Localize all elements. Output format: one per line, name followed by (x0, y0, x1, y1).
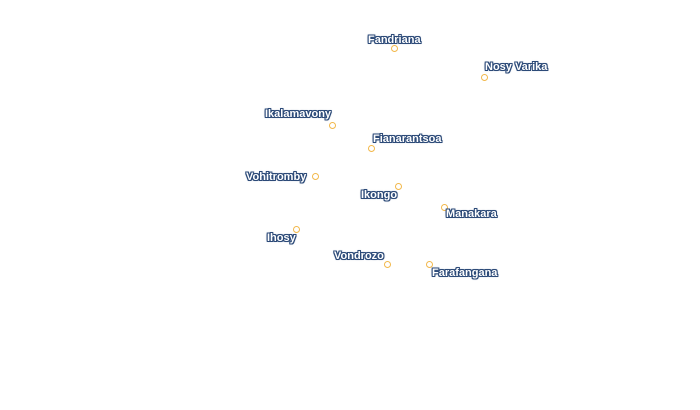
city-label-ikalamavony: Ikalamavony (265, 108, 332, 120)
city-label-fianarantsoa: Fianarantsoa (373, 133, 442, 145)
city-marker-fianarantsoa[interactable] (368, 145, 375, 152)
city-marker-manakara[interactable] (441, 204, 448, 211)
city-label-ikongo: Ikongo (361, 189, 398, 201)
city-marker-nosy-varika[interactable] (481, 74, 488, 81)
city-marker-ikalamavony[interactable] (329, 122, 336, 129)
city-marker-farafangana[interactable] (426, 261, 433, 268)
city-label-manakara: Manakara (446, 208, 497, 220)
city-marker-ihosy[interactable] (293, 226, 300, 233)
city-label-ihosy: Ihosy (267, 232, 296, 244)
city-marker-ikongo[interactable] (395, 183, 402, 190)
city-label-nosy-varika: Nosy Varika (485, 61, 548, 73)
city-marker-fandriana[interactable] (391, 45, 398, 52)
city-marker-vondrozo[interactable] (384, 261, 391, 268)
city-label-farafangana: Farafangana (432, 267, 498, 279)
city-marker-vohitromby[interactable] (312, 173, 319, 180)
city-label-vohitromby: Vohitromby (246, 171, 307, 183)
city-label-vondrozo: Vondrozo (334, 250, 384, 262)
city-label-fandriana: Fandriana (368, 34, 421, 46)
